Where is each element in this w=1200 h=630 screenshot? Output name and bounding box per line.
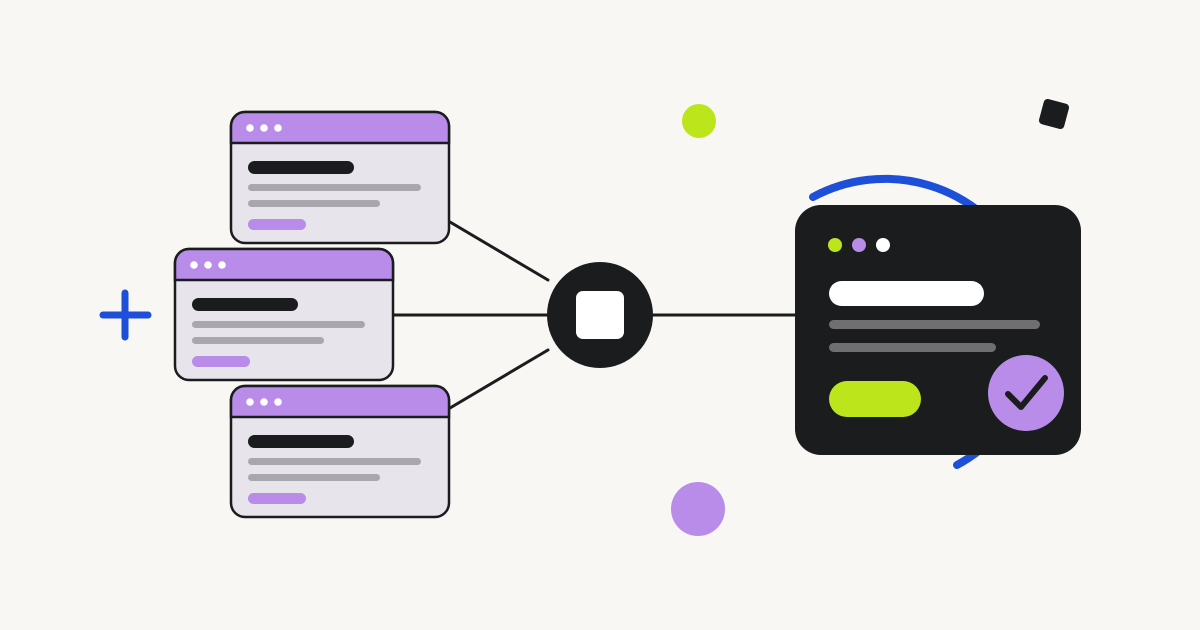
window-dot (190, 261, 198, 269)
result-text-line (829, 320, 1040, 329)
result-window (795, 205, 1081, 455)
text-line (192, 321, 365, 328)
window-dot (218, 261, 226, 269)
square-icon (576, 291, 624, 339)
title-bar-line (192, 298, 298, 311)
purple-dot (671, 482, 725, 536)
window-dot-white (876, 238, 890, 252)
result-title-bar (829, 281, 984, 306)
window-dot-purple (852, 238, 866, 252)
merge-node (547, 262, 653, 368)
title-bar-line (248, 161, 354, 174)
lime-dot (682, 104, 716, 138)
window-dot (204, 261, 212, 269)
source-window-middle (173, 247, 395, 382)
window-dot (260, 124, 268, 132)
button-pill (192, 356, 250, 367)
source-window-bottom (229, 384, 451, 519)
button-pill (248, 493, 306, 504)
button-pill (248, 219, 306, 230)
checkmark-icon (1005, 375, 1048, 410)
plus-icon (99, 289, 152, 341)
window-dot (246, 398, 254, 406)
text-line (192, 337, 324, 344)
text-line (248, 200, 380, 207)
checkmark-badge (988, 355, 1064, 431)
window-dot (274, 398, 282, 406)
title-bar-line (248, 435, 354, 448)
text-line (248, 184, 421, 191)
connector-bottom (448, 348, 550, 410)
result-text-line (829, 343, 996, 352)
window-dot (274, 124, 282, 132)
text-line (248, 474, 380, 481)
connector-lines (392, 220, 798, 410)
window-dot (260, 398, 268, 406)
window-dot-lime (828, 238, 842, 252)
source-window-top (229, 110, 451, 245)
connector-top (448, 220, 550, 282)
window-dot (246, 124, 254, 132)
text-line (248, 458, 421, 465)
confetti-square-icon (1038, 98, 1070, 130)
result-button-pill (829, 381, 921, 417)
